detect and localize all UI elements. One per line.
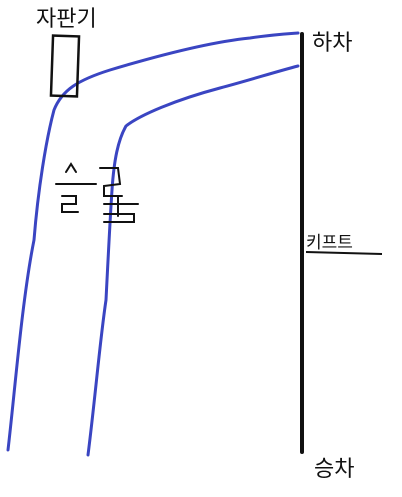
svg-text:키프트: 키프트 (306, 233, 353, 253)
kiosk-label: 키프트 (305, 233, 383, 255)
vending-machine-label: 자판기 (36, 7, 97, 32)
road-outer-line (6, 31, 300, 452)
getting-on-label: 승차 (314, 457, 354, 482)
getting-off-label: 하차 (312, 31, 352, 56)
road-inner-line (86, 64, 300, 457)
stairs-sign (55, 162, 139, 223)
vending-machine-box (49, 34, 81, 98)
